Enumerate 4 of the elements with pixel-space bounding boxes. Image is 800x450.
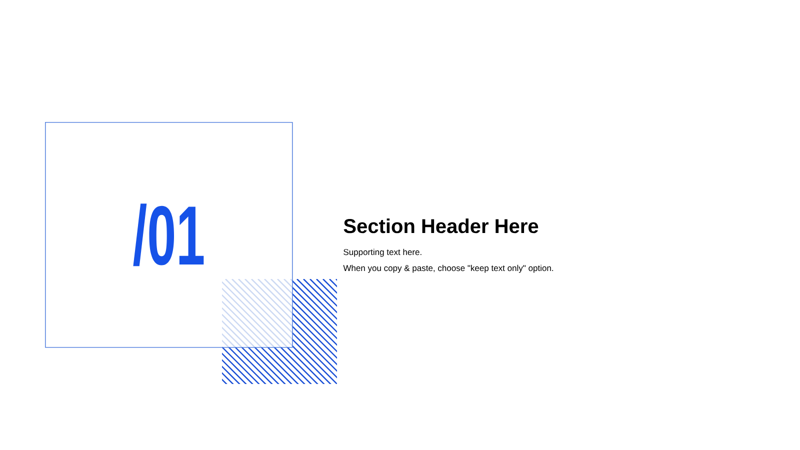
- section-header: Section Header Here: [344, 218, 538, 234]
- supporting-text: Supporting text here.: [344, 248, 422, 257]
- number-box: /01: [45, 122, 293, 348]
- supporting-text: When you copy & paste, choose "keep text only" option.: [343, 264, 554, 273]
